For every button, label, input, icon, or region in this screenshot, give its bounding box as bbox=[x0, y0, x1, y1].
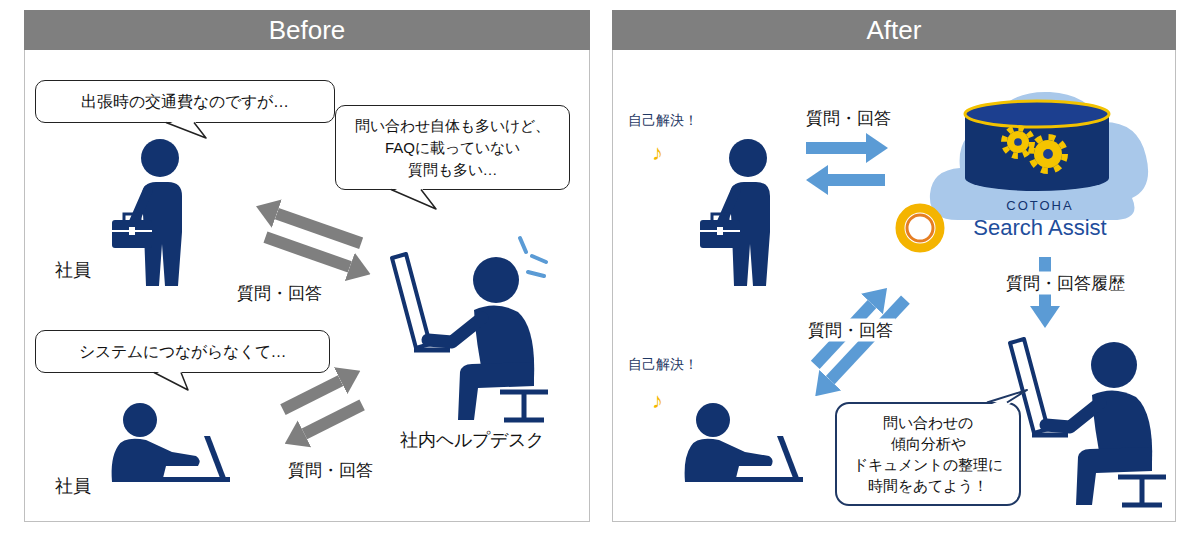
logo-text: COTOHA bbox=[930, 198, 1150, 214]
label-holder: 自己解決！ bbox=[628, 356, 698, 374]
label-holder: 社内ヘルプデスク bbox=[400, 428, 544, 452]
employee-figure bbox=[700, 139, 770, 286]
edge-label: 質問・回答 bbox=[234, 282, 325, 305]
gear bbox=[1007, 131, 1029, 153]
person-label: 自己解決！ bbox=[628, 356, 698, 374]
gear-hole bbox=[1043, 149, 1053, 159]
logo-text: Search Assist bbox=[930, 214, 1150, 242]
helpdesk-figure bbox=[1010, 339, 1166, 505]
edge-label: 質問・回答 bbox=[285, 459, 376, 482]
helpdesk-figure: 問い合わせの 傾向分析や ドキュメントの整理に 時間をあてよう！ bbox=[835, 330, 1165, 515]
arrow-connector bbox=[828, 174, 885, 186]
arrow-connector bbox=[304, 405, 362, 434]
bubble-tail bbox=[36, 372, 37, 373]
panel-header: Before bbox=[24, 10, 590, 50]
label-holder: 社員 bbox=[55, 474, 91, 498]
label-holder: 質問・回答 bbox=[234, 282, 325, 305]
gear-hole bbox=[1014, 138, 1022, 146]
label-holder: ♪ bbox=[652, 140, 663, 166]
speech-bubble: システムにつながらなくて… bbox=[35, 330, 330, 373]
person-figure: 社員 bbox=[50, 138, 190, 288]
panel-header: After bbox=[612, 10, 1176, 50]
person-figure: 自己解決！ bbox=[620, 108, 776, 290]
label-holder: ♪ bbox=[652, 388, 663, 414]
speech-bubble: 問い合わせ自体も多いけど、 FAQに載っていない 質問も多い… bbox=[335, 105, 570, 190]
person-label: 社内ヘルプデスク bbox=[400, 428, 544, 452]
person-label: 自己解決！ bbox=[628, 112, 698, 130]
gear-teeth bbox=[1004, 128, 1032, 156]
label-holder: 質問・回答 bbox=[803, 107, 894, 130]
person-label: 社員 bbox=[55, 474, 91, 498]
edge-label: 質問・回答 bbox=[803, 107, 894, 130]
arrow-connector bbox=[265, 237, 349, 267]
speech-bubble: 問い合わせの 傾向分析や ドキュメントの整理に 時間をあてよう！ bbox=[835, 402, 1021, 506]
person-figure: 自己解決！ bbox=[620, 352, 805, 487]
panel-title: After bbox=[867, 15, 922, 46]
label-holder: 質問・回答履歴 bbox=[1003, 272, 1128, 295]
label-holder: 質問・回答 bbox=[285, 459, 376, 482]
cylinder-top bbox=[965, 101, 1109, 127]
arrow-connector bbox=[277, 214, 361, 244]
panel: 出張時の交通費なのですが… 問い合わせ自体も多いけど、 FAQに載っていない 質問… bbox=[24, 10, 590, 522]
label-holder: 自己解決！ bbox=[628, 112, 698, 130]
logo-ring bbox=[900, 208, 940, 248]
sweat-mark bbox=[520, 238, 546, 276]
bubble-tail bbox=[36, 122, 37, 123]
bubble-text: 問い合わせ自体も多いけど、 FAQに載っていない 質問も多い… bbox=[350, 115, 555, 180]
label-holder: 質問・回答 bbox=[805, 319, 896, 342]
speech-bubble: 出張時の交通費なのですが… bbox=[35, 80, 335, 123]
bubble-tail bbox=[336, 189, 337, 190]
bubble-text: 出張時の交通費なのですが… bbox=[50, 90, 320, 113]
person-figure: 社員 bbox=[50, 398, 240, 493]
arrow-connector bbox=[283, 381, 341, 410]
bubble-tail bbox=[837, 404, 838, 405]
edge-label: 質問・回答履歴 bbox=[1003, 272, 1128, 295]
cloud-service: COTOHASearch Assist bbox=[890, 80, 1160, 255]
person-label: 社員 bbox=[55, 258, 91, 282]
gear-teeth bbox=[1031, 137, 1065, 171]
person-figure: 社内ヘルプデスク bbox=[380, 228, 570, 456]
bubble-text: 問い合わせの 傾向分析や ドキュメントの整理に 時間をあてよう！ bbox=[847, 412, 1009, 496]
arrow-connector bbox=[806, 142, 866, 154]
gear bbox=[1034, 140, 1062, 168]
employee-figure bbox=[685, 403, 803, 482]
helpdesk-figure bbox=[392, 254, 548, 420]
edge-label: 質問・回答 bbox=[805, 319, 896, 342]
bubble-text: システムにつながらなくて… bbox=[50, 340, 315, 363]
note-symbol: ♪ bbox=[652, 140, 663, 166]
employee-figure bbox=[112, 139, 182, 286]
employee-figure bbox=[112, 403, 230, 482]
gears bbox=[1004, 128, 1065, 171]
panel-title: Before bbox=[269, 15, 346, 46]
panel: 自己解決！ COTOHASearch Assist 自己解決！ 問い合わせの 傾向分析… bbox=[612, 10, 1176, 522]
label-holder: 社員 bbox=[55, 258, 91, 282]
note-symbol: ♪ bbox=[652, 388, 663, 414]
logo-ring-inner bbox=[907, 215, 933, 241]
logo-text-holder: COTOHASearch Assist bbox=[930, 198, 1150, 242]
